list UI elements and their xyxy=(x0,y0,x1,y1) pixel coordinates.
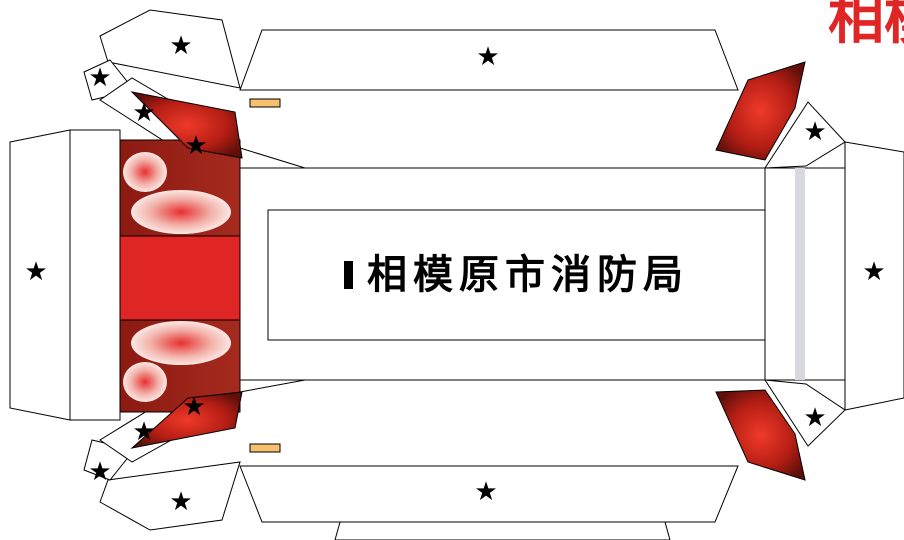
left-end-panel xyxy=(69,129,121,421)
tail-light-big-bottom xyxy=(131,321,231,365)
right-light-bottom xyxy=(715,389,806,481)
right-light-top xyxy=(715,61,806,161)
left-corner-light-bottom xyxy=(130,391,243,449)
star-icon: ★ xyxy=(803,403,826,433)
left-corner-light-top xyxy=(130,91,243,159)
roof-sign-text: 相模原市消防局 xyxy=(367,252,689,298)
tail-light-small-top xyxy=(123,152,167,192)
roof-sign: 相模原市消防局 xyxy=(268,210,765,340)
tab-bot-left-1 xyxy=(99,461,241,531)
roof-lower-wedge xyxy=(239,379,306,393)
star-icon: ★ xyxy=(88,63,111,93)
tab-top-right-1 xyxy=(764,101,846,169)
roof-upper-wedge xyxy=(239,147,306,169)
star-icon: ★ xyxy=(184,131,207,161)
star-icon: ★ xyxy=(24,257,47,287)
top-side-panel xyxy=(239,29,739,91)
bottom-side-panel xyxy=(239,465,739,523)
bottom-edge-flap xyxy=(334,521,671,540)
star-icon: ★ xyxy=(862,257,885,287)
tail-light-big-top xyxy=(131,190,231,234)
star-icon: ★ xyxy=(88,457,111,487)
star-icon: ★ xyxy=(132,417,155,447)
tab-top-left-1 xyxy=(99,9,241,89)
star-icon: ★ xyxy=(803,117,826,147)
star-icon: ★ xyxy=(169,31,192,61)
title-fragment: 相模 xyxy=(828,0,904,52)
rear-face-middle xyxy=(119,235,241,321)
sign-bar xyxy=(344,261,353,289)
tab-bot-right-1 xyxy=(764,379,846,447)
tail-light-small-bottom xyxy=(123,362,167,402)
star-icon: ★ xyxy=(182,392,205,422)
side-marker-bottom xyxy=(249,443,281,453)
side-marker-top xyxy=(249,98,281,108)
star-icon: ★ xyxy=(169,487,192,517)
star-icon: ★ xyxy=(474,477,497,507)
star-icon: ★ xyxy=(132,98,155,128)
star-icon: ★ xyxy=(476,42,499,72)
